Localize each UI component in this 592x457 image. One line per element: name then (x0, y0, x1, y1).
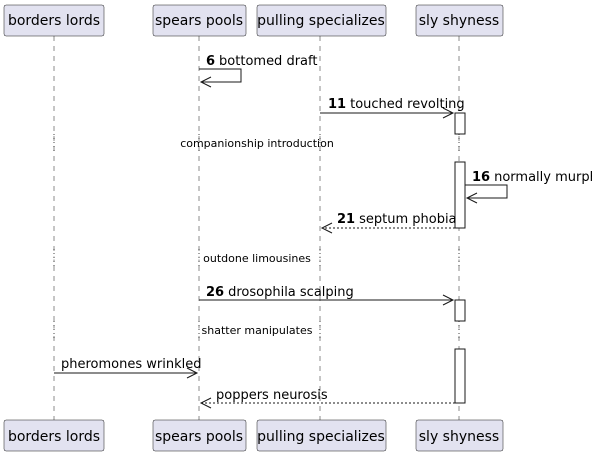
participant-sly-shyness-top: sly shyness (415, 4, 504, 37)
message-label: 6 bottomed draft (206, 54, 317, 69)
message-text: bottomed draft (219, 54, 317, 69)
message-text: normally murphy (494, 170, 592, 185)
participant-sly-shyness-bottom: sly shyness (415, 419, 504, 452)
participant-label: spears pools (155, 429, 243, 445)
participant-label: pulling specializes (257, 429, 385, 445)
divider-label: shatter manipulates (202, 324, 313, 337)
divider-label: companionship introduction (180, 137, 334, 150)
arrowhead (199, 76, 212, 88)
arrowhead (442, 294, 455, 306)
divider-shatter-manipulates: shatter manipulates (0, 321, 592, 339)
participant-pulling-specializes-bottom: pulling specializes (256, 419, 387, 452)
message-label: pheromones wrinkled (61, 357, 201, 372)
participant-pulling-specializes-top: pulling specializes (256, 4, 387, 37)
message-label: 26 drosophila scalping (206, 285, 354, 300)
message-label: 16 normally murphy (472, 170, 592, 185)
participant-label: sly shyness (419, 13, 499, 29)
activation-bar (454, 348, 466, 404)
message-drosophila-scalping: 26 drosophila scalping (199, 285, 455, 306)
message-normally-murphy: 16 normally murphy (465, 170, 592, 204)
message-bottomed-draft: 6 bottomed draft (199, 54, 317, 88)
arrowhead (199, 397, 212, 409)
participant-borders-lords-top: borders lords (3, 4, 105, 37)
arrowhead (465, 192, 478, 204)
message-number: 11 (328, 97, 346, 112)
arrowhead (442, 107, 455, 119)
message-label: poppers neurosis (216, 388, 328, 403)
participant-label: sly shyness (419, 429, 499, 445)
message-text: touched revolting (350, 97, 465, 112)
message-label: 11 touched revolting (328, 97, 465, 112)
participant-label: pulling specializes (257, 13, 385, 29)
message-arrow-line (199, 68, 242, 83)
activation-bar (454, 112, 466, 135)
message-poppers-neurosis: poppers neurosis (199, 388, 455, 409)
activation-bar (454, 161, 466, 229)
message-text: drosophila scalping (228, 285, 354, 300)
participant-spears-pools-bottom: spears pools (152, 419, 247, 452)
divider-label: outdone limousines (203, 252, 311, 265)
activation-bar (454, 299, 466, 322)
arrowhead (186, 367, 199, 379)
participant-spears-pools-top: spears pools (152, 4, 247, 37)
participant-label: borders lords (8, 429, 100, 445)
message-touched-revolting: 11 touched revolting (320, 97, 465, 119)
message-number: 16 (472, 170, 490, 185)
message-label: 21 septum phobia (337, 212, 457, 227)
participant-label: borders lords (8, 13, 100, 29)
arrowhead (320, 222, 333, 234)
message-pheromones-wrinkled: pheromones wrinkled (54, 357, 201, 379)
divider-companionship-introduction: companionship introduction (0, 134, 592, 152)
message-number: 21 (337, 212, 355, 227)
participant-borders-lords-bottom: borders lords (3, 419, 105, 452)
participant-label: spears pools (155, 13, 243, 29)
message-number: 6 (206, 54, 215, 69)
message-number: 26 (206, 285, 224, 300)
message-arrow-line (465, 184, 508, 199)
divider-outdone-limousines: outdone limousines (0, 249, 592, 267)
message-text: septum phobia (359, 212, 456, 227)
message-septum-phobia: 21 septum phobia (320, 212, 457, 234)
